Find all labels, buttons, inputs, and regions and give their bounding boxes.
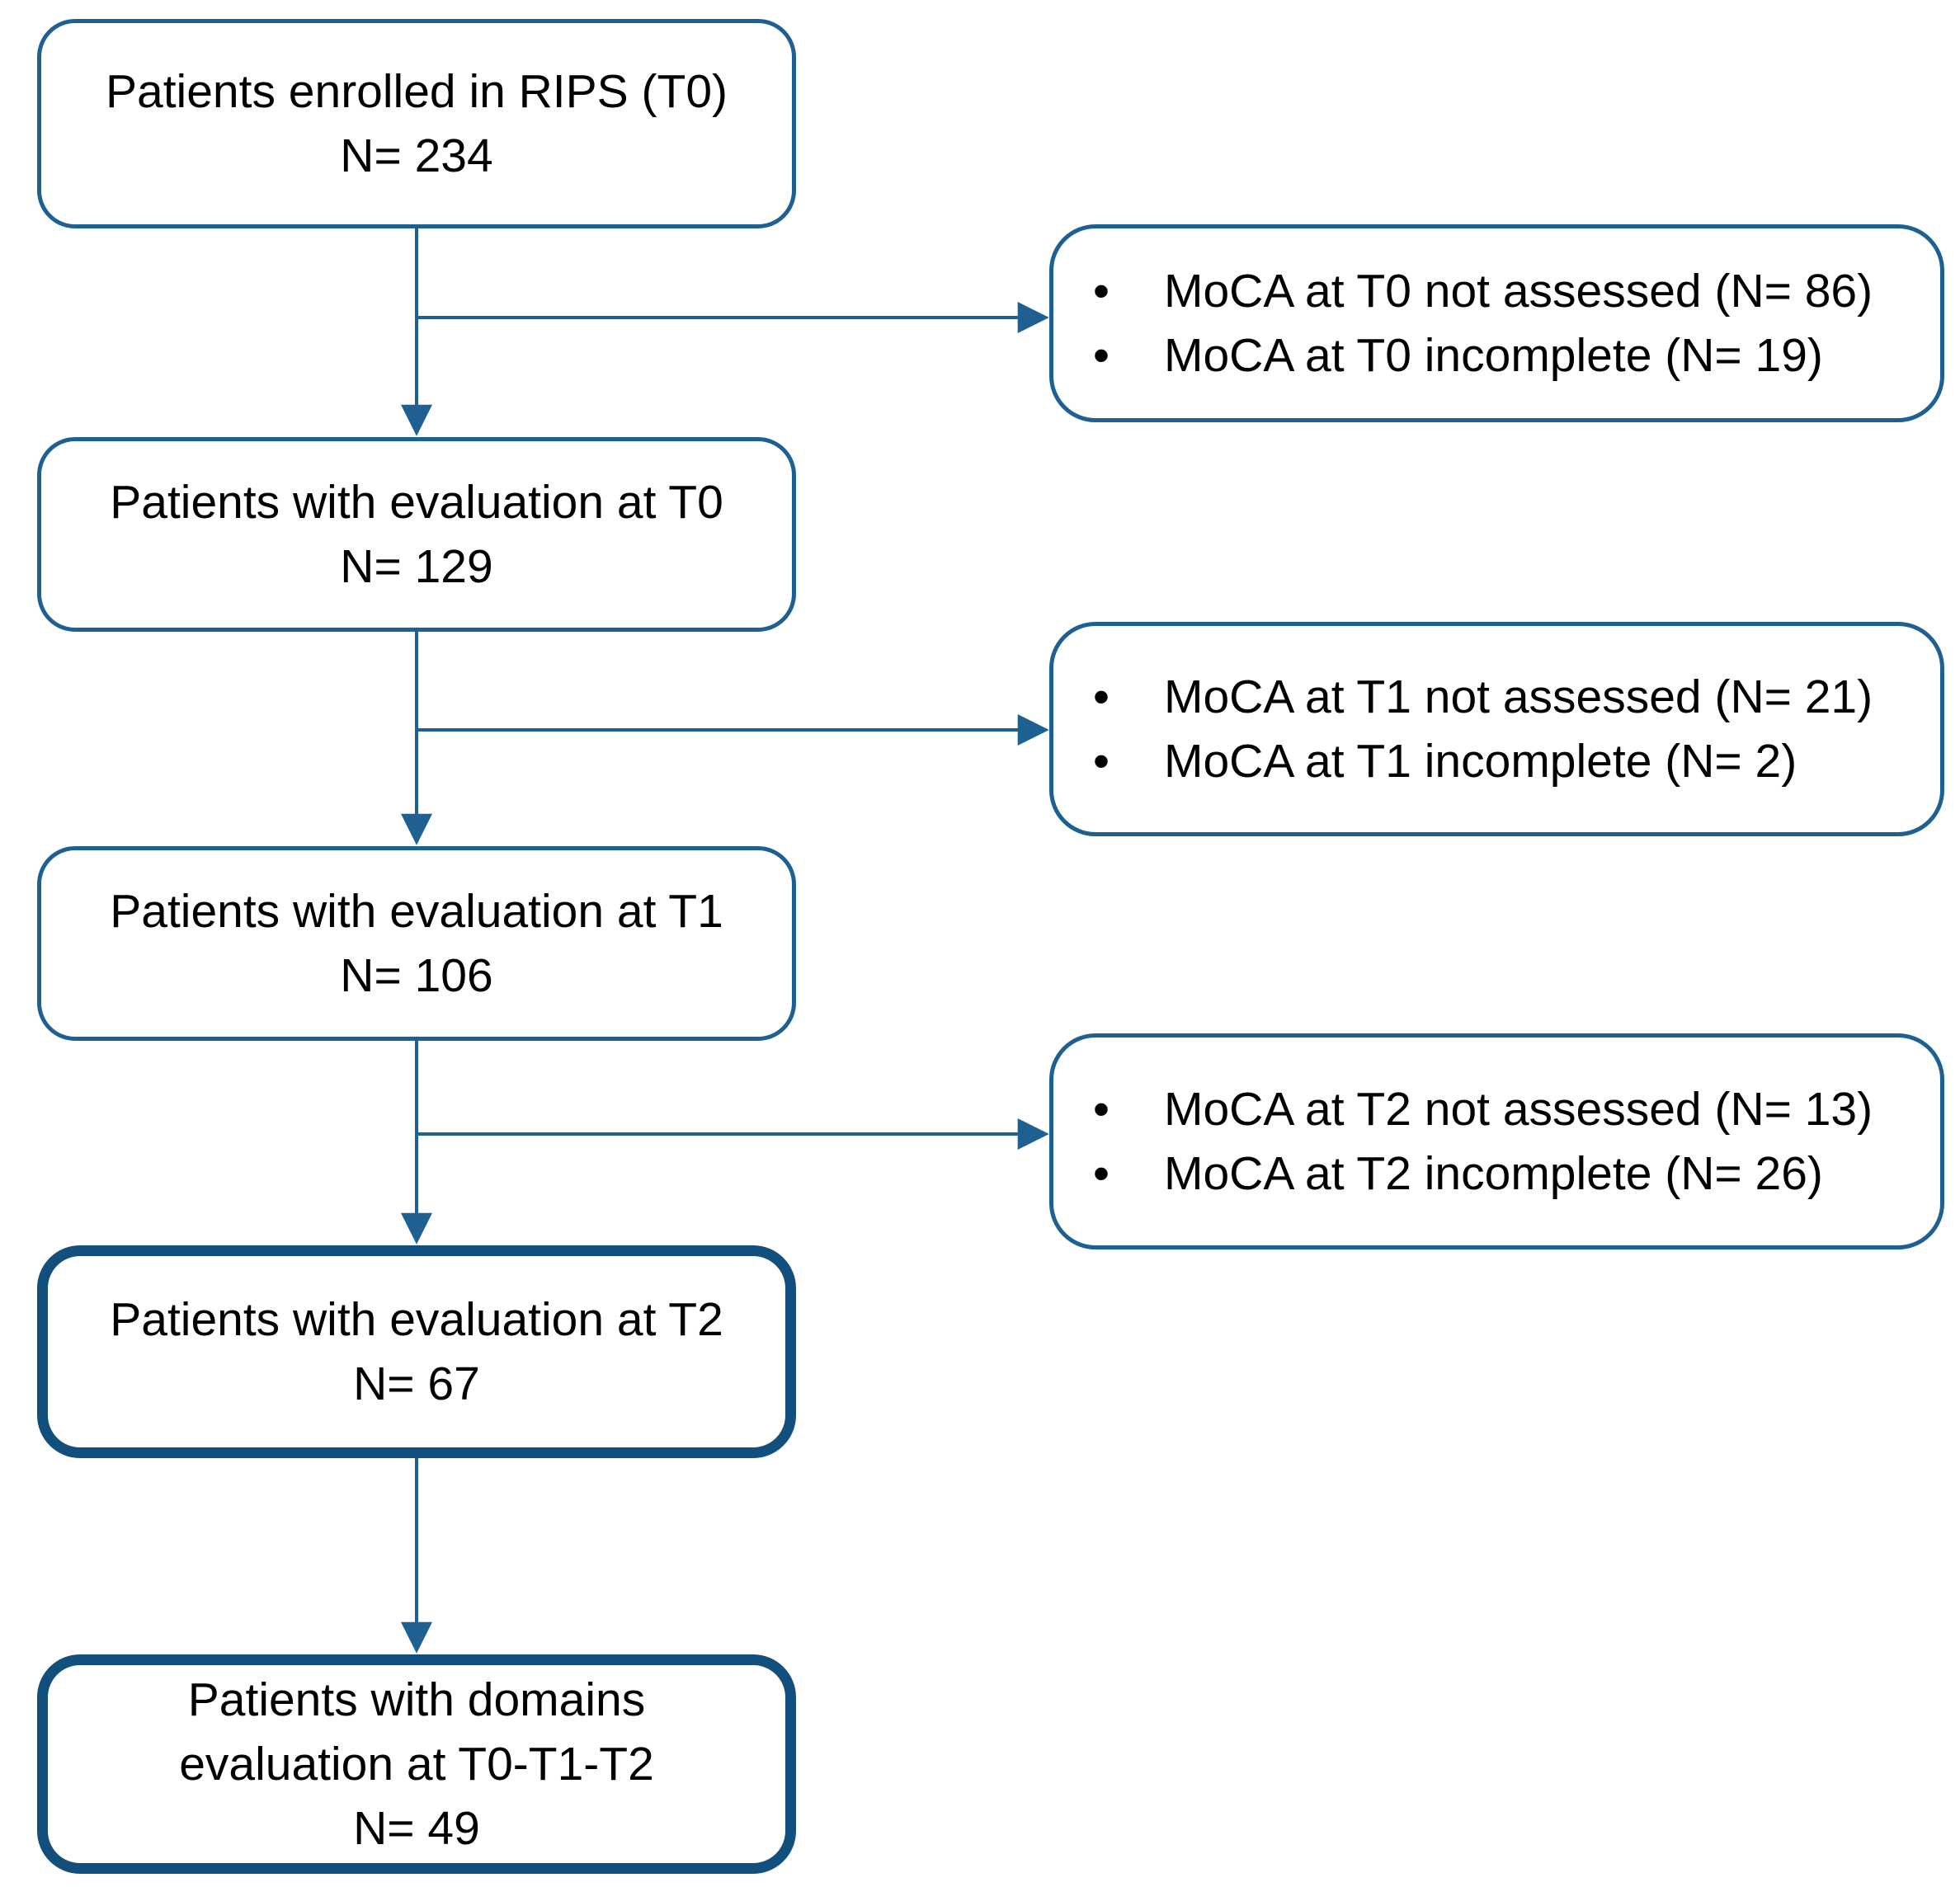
exclusion-item-label: MoCA at T0 incomplete (N= 19) (1164, 329, 1823, 382)
flow-box-title: Patients with evaluation at T0 (110, 476, 723, 529)
flow-box-count: N= 106 (340, 949, 493, 1002)
exclusion-item-label: MoCA at T1 incomplete (N= 2) (1164, 735, 1797, 788)
bullet-icon: • (1093, 1083, 1110, 1136)
exclusion-item-label: MoCA at T2 not assessed (N= 13) (1164, 1083, 1873, 1136)
flow-box-count: N= 49 (353, 1802, 480, 1855)
exclusion-box-t2: • MoCA at T2 not assessed (N= 13) • MoCA… (1049, 1033, 1944, 1249)
flow-box-title: evaluation at T0-T1-T2 (179, 1738, 654, 1791)
flow-box-domains-t0-t1-t2: Patients with domains evaluation at T0-T… (37, 1654, 796, 1874)
exclusion-item: • MoCA at T0 not assessed (N= 86) (1093, 259, 1924, 323)
flow-box-evaluation-t2: Patients with evaluation at T2 N= 67 (37, 1245, 796, 1458)
flow-box-count: N= 234 (340, 129, 493, 182)
flow-box-title: Patients with evaluation at T2 (110, 1293, 723, 1346)
exclusion-item-label: MoCA at T1 not assessed (N= 21) (1164, 671, 1873, 723)
exclusion-item: • MoCA at T2 not assessed (N= 13) (1093, 1077, 1924, 1141)
exclusion-item: • MoCA at T1 incomplete (N= 2) (1093, 729, 1924, 793)
flow-box-evaluation-t1: Patients with evaluation at T1 N= 106 (37, 846, 796, 1041)
exclusion-item: • MoCA at T1 not assessed (N= 21) (1093, 665, 1924, 729)
exclusion-box-t0: • MoCA at T0 not assessed (N= 86) • MoCA… (1049, 224, 1944, 422)
flow-box-evaluation-t0: Patients with evaluation at T0 N= 129 (37, 437, 796, 632)
exclusion-item-label: MoCA at T2 incomplete (N= 26) (1164, 1147, 1823, 1200)
exclusion-item: • MoCA at T2 incomplete (N= 26) (1093, 1141, 1924, 1206)
bullet-icon: • (1093, 735, 1110, 788)
exclusion-box-t1: • MoCA at T1 not assessed (N= 21) • MoCA… (1049, 622, 1944, 836)
exclusion-item-label: MoCA at T0 not assessed (N= 86) (1164, 265, 1873, 318)
flow-box-title: Patients enrolled in RIPS (T0) (106, 65, 728, 118)
flow-box-title: Patients with domains (187, 1673, 646, 1726)
flow-box-enrolled-t0: Patients enrolled in RIPS (T0) N= 234 (37, 19, 796, 228)
flow-box-count: N= 67 (353, 1358, 480, 1410)
bullet-icon: • (1093, 265, 1110, 318)
exclusion-item: • MoCA at T0 incomplete (N= 19) (1093, 323, 1924, 388)
flow-box-title: Patients with evaluation at T1 (110, 885, 723, 938)
bullet-icon: • (1093, 1147, 1110, 1200)
bullet-icon: • (1093, 329, 1110, 382)
bullet-icon: • (1093, 671, 1110, 723)
flow-box-count: N= 129 (340, 540, 493, 593)
